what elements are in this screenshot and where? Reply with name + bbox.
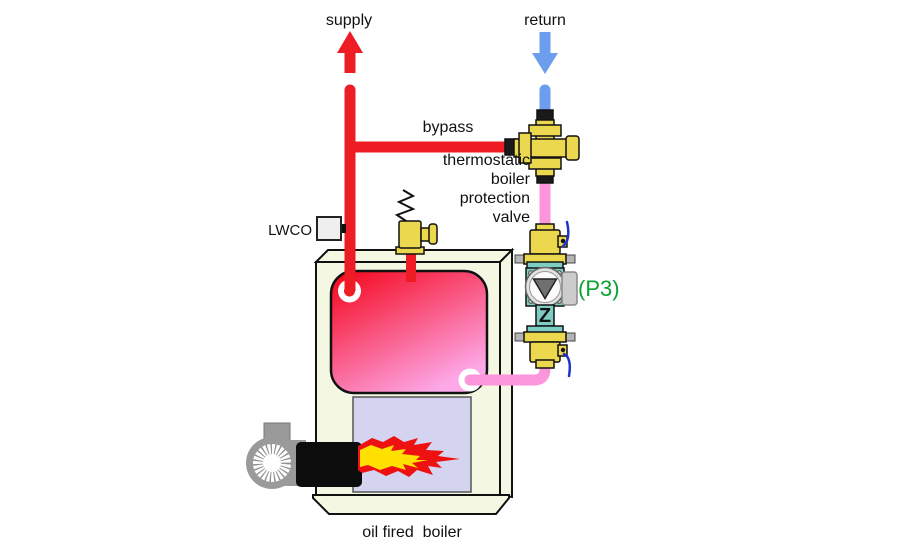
flame	[358, 436, 460, 477]
pump-body: Z	[524, 266, 578, 327]
lwco-device	[316, 216, 346, 241]
return-label: return	[524, 12, 566, 29]
bypass-label: bypass	[423, 119, 474, 136]
valve-handle-top	[561, 220, 570, 248]
valve-stem	[560, 347, 566, 353]
relief-valve	[394, 189, 438, 255]
pump-flow-triangle	[532, 278, 558, 300]
thermostatic-protection-valve	[504, 109, 580, 184]
text-labels: supply return bypass thermostatic boiler…	[268, 12, 619, 541]
relief-outlet-cap	[428, 223, 438, 245]
burner-barrel	[296, 442, 362, 487]
relief-spring	[394, 189, 416, 222]
supply-port	[338, 278, 361, 303]
tempered-pipe-lower	[470, 364, 551, 386]
relief-body	[398, 220, 422, 249]
burner-fan-ring	[253, 444, 291, 482]
valve-nut-left	[518, 132, 532, 164]
lwco-box	[316, 216, 342, 241]
pump-motor-box	[561, 271, 578, 306]
casing-right-face	[499, 247, 513, 499]
valve-thermostat-cap	[565, 135, 580, 161]
valve-nut-top	[528, 124, 562, 137]
flame-inner	[360, 445, 428, 470]
isolation-valve-top	[529, 220, 570, 255]
pump-tag-label: (P3)	[578, 276, 620, 301]
valve-stem	[560, 238, 566, 244]
isolation-valve-bottom	[529, 341, 572, 378]
protection-valve-label-line4: valve	[493, 209, 530, 226]
pump-flange-top	[514, 253, 576, 270]
supply-label: supply	[326, 12, 372, 29]
pump-flange-bottom	[514, 325, 576, 343]
oil-burner	[246, 422, 362, 489]
supply-arrow	[337, 31, 363, 73]
valve-handle-bottom	[562, 352, 572, 378]
return-port	[458, 368, 483, 392]
casing-plinth	[312, 494, 510, 515]
protection-valve-label-line3: protection	[460, 190, 530, 207]
lwco-label: LWCO	[268, 222, 312, 239]
pump-assembly: Z	[514, 220, 578, 378]
protection-valve-label-line2: boiler	[491, 171, 531, 188]
protection-valve-label-line1: thermostatic	[443, 152, 530, 169]
caption-label: oil fired boiler	[362, 524, 462, 541]
return-arrow	[532, 32, 558, 74]
valve-nut-bottom	[528, 157, 562, 170]
pump-marking: Z	[539, 305, 551, 327]
